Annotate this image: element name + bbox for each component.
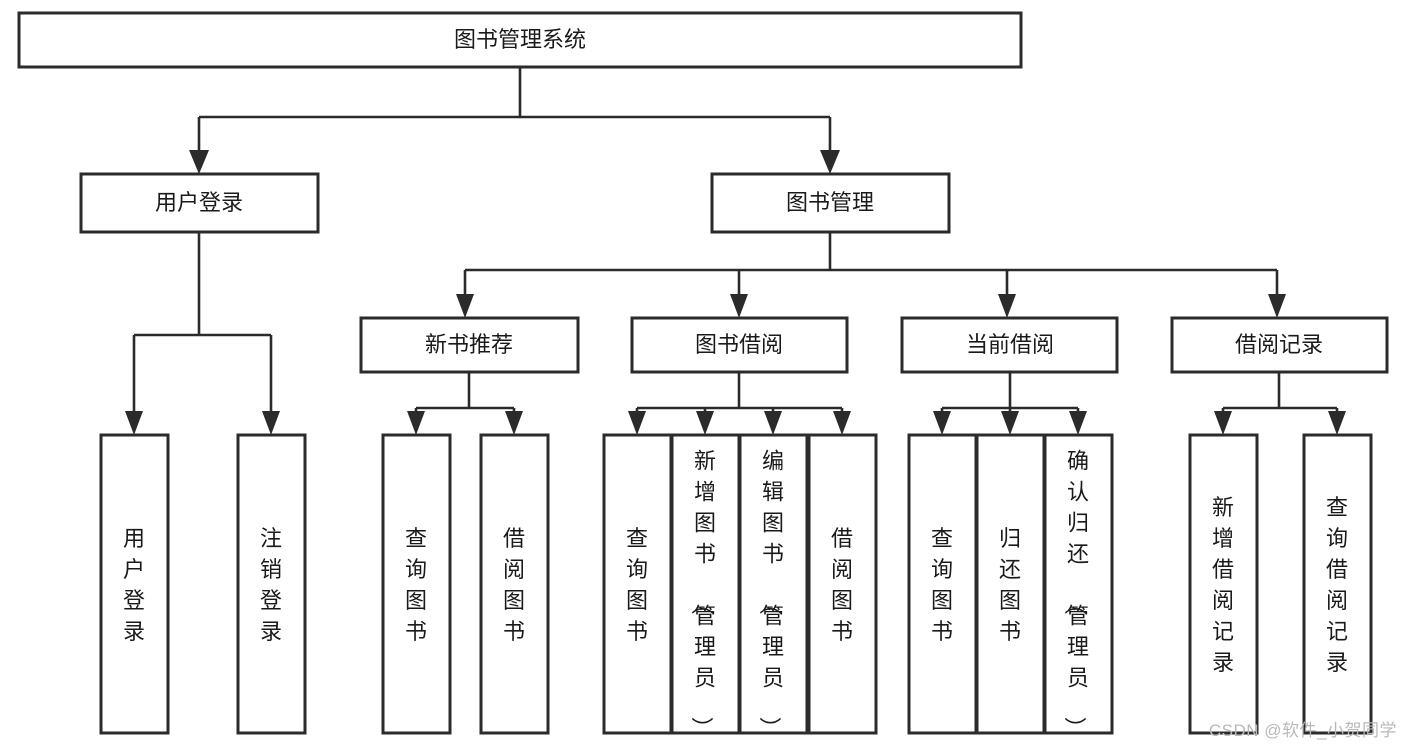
node-leaf-user-login-box[interactable] xyxy=(99,433,170,735)
arrow-head-leaf-return-book xyxy=(1001,411,1019,435)
node-leaf-user-logout-box[interactable] xyxy=(236,433,307,735)
node-book-borrow-label: 图书借阅 xyxy=(695,332,783,357)
node-borrow-record[interactable]: 借阅记录 xyxy=(1170,316,1389,374)
node-current-borrow[interactable]: 当前借阅 xyxy=(900,316,1119,374)
arrow-head-leaf-borrow-book-1 xyxy=(505,411,523,435)
node-leaf-borrow-book-2[interactable]: 借阅图书 xyxy=(807,433,878,735)
node-root[interactable]: 图书管理系统 xyxy=(17,11,1023,69)
arrow-head-book-manage xyxy=(820,150,840,174)
arrow-head-leaf-query-book-3 xyxy=(933,411,951,435)
node-leaf-edit-book-label: 编辑图书（管理员） xyxy=(757,449,784,739)
node-leaf-return-book-box[interactable] xyxy=(975,433,1046,735)
node-leaf-user-logout[interactable]: 注销登录 xyxy=(236,433,307,735)
node-leaf-query-book-1-box[interactable] xyxy=(381,433,452,735)
node-leaf-user-login-label: 用户登录 xyxy=(123,526,145,644)
node-leaf-confirm-return-label: 确认归还（管理员） xyxy=(1062,449,1089,739)
node-borrow-record-box[interactable] xyxy=(1170,316,1389,374)
node-current-borrow-label: 当前借阅 xyxy=(966,332,1054,357)
arrow-head-book-borrow xyxy=(730,294,748,318)
node-leaf-query-book-1[interactable]: 查询图书 xyxy=(381,433,452,735)
node-leaf-add-book-label: 新增图书（管理员） xyxy=(689,449,716,739)
node-leaf-borrow-book-2-box[interactable] xyxy=(807,433,878,735)
node-leaf-borrow-book-1-box[interactable] xyxy=(479,433,550,735)
node-leaf-query-record-box[interactable] xyxy=(1302,433,1373,735)
node-leaf-borrow-book-1-label: 借阅图书 xyxy=(503,526,525,644)
node-new-book-recommend-label: 新书推荐 xyxy=(425,332,513,357)
node-leaf-edit-book-box[interactable] xyxy=(738,433,809,735)
node-new-book-recommend[interactable]: 新书推荐 xyxy=(359,316,580,374)
node-leaf-query-book-3-label: 查询图书 xyxy=(931,526,953,644)
node-leaf-add-record-label: 新增借阅记录 xyxy=(1212,495,1234,675)
arrow-head-leaf-borrow-book-2 xyxy=(833,411,851,435)
node-book-borrow-box[interactable] xyxy=(630,316,849,374)
node-leaf-query-book-1-label: 查询图书 xyxy=(405,526,427,644)
node-leaf-query-book-2[interactable]: 查询图书 xyxy=(602,433,673,735)
node-leaf-user-login[interactable]: 用户登录 xyxy=(99,433,170,735)
node-leaf-edit-book[interactable]: 编辑图书（管理员） xyxy=(738,433,809,739)
arrow-head-leaf-user-login xyxy=(125,411,143,435)
arrow-head-leaf-query-book-2 xyxy=(628,411,646,435)
node-leaf-query-record[interactable]: 查询借阅记录 xyxy=(1302,433,1373,735)
node-user-login-label: 用户登录 xyxy=(155,190,243,215)
node-leaf-confirm-return-box[interactable] xyxy=(1043,433,1114,735)
node-borrow-record-label: 借阅记录 xyxy=(1235,332,1323,357)
node-leaf-query-book-3[interactable]: 查询图书 xyxy=(907,433,978,735)
arrow-head-borrow-record xyxy=(1268,294,1286,318)
connectors-layer xyxy=(125,67,1346,435)
node-leaf-add-book[interactable]: 新增图书（管理员） xyxy=(670,433,741,739)
node-root-box[interactable] xyxy=(17,11,1023,69)
arrow-head-leaf-add-record xyxy=(1214,411,1232,435)
arrow-head-new-book-recommend xyxy=(456,294,474,318)
arrow-head-leaf-confirm-return xyxy=(1069,411,1087,435)
arrow-head-leaf-edit-book xyxy=(764,411,782,435)
arrow-head-user-login xyxy=(189,150,209,174)
arrow-head-leaf-user-logout xyxy=(262,411,280,435)
node-leaf-confirm-return[interactable]: 确认归还（管理员） xyxy=(1043,433,1114,739)
node-leaf-query-record-label: 查询借阅记录 xyxy=(1326,495,1348,675)
arrow-head-leaf-add-book xyxy=(696,411,714,435)
node-leaf-add-record-box[interactable] xyxy=(1188,433,1259,735)
arrow-head-current-borrow xyxy=(998,294,1016,318)
node-user-login-box[interactable] xyxy=(79,172,320,234)
node-leaf-borrow-book-1[interactable]: 借阅图书 xyxy=(479,433,550,735)
node-current-borrow-box[interactable] xyxy=(900,316,1119,374)
node-book-manage-box[interactable] xyxy=(710,172,951,234)
node-new-book-recommend-box[interactable] xyxy=(359,316,580,374)
node-user-login[interactable]: 用户登录 xyxy=(79,172,320,234)
node-leaf-query-book-2-box[interactable] xyxy=(602,433,673,735)
node-leaf-borrow-book-2-label: 借阅图书 xyxy=(831,526,853,644)
node-leaf-user-logout-label: 注销登录 xyxy=(260,526,282,644)
node-leaf-add-book-box[interactable] xyxy=(670,433,741,735)
node-book-borrow[interactable]: 图书借阅 xyxy=(630,316,849,374)
node-root-label: 图书管理系统 xyxy=(454,27,586,52)
node-leaf-query-book-3-box[interactable] xyxy=(907,433,978,735)
node-leaf-add-record[interactable]: 新增借阅记录 xyxy=(1188,433,1259,735)
arrow-head-leaf-query-book-1 xyxy=(407,411,425,435)
arrow-head-leaf-query-record xyxy=(1328,411,1346,435)
node-book-manage[interactable]: 图书管理 xyxy=(710,172,951,234)
node-leaf-return-book-label: 归还图书 xyxy=(999,526,1021,644)
node-book-manage-label: 图书管理 xyxy=(786,190,874,215)
node-leaf-return-book[interactable]: 归还图书 xyxy=(975,433,1046,735)
node-leaf-query-book-2-label: 查询图书 xyxy=(626,526,648,644)
